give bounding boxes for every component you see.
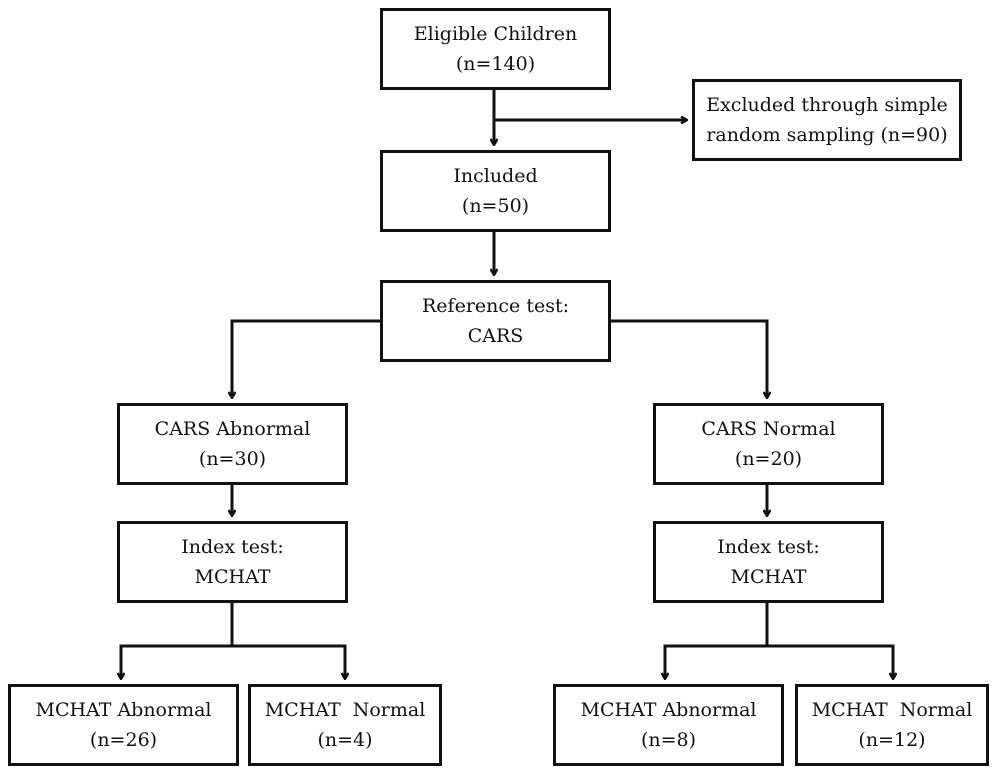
index-test-left-box: Index test: MCHAT [117,521,348,603]
mchat-right-normal-box: MCHAT Normal (n=12) [795,684,989,766]
eligible-children-box: Eligible Children (n=140) [380,8,611,90]
reference-test-box: Reference test: CARS [380,280,611,362]
reference-test-label: Reference test: [422,295,569,317]
excluded-box: Excluded through simple random sampling … [692,79,962,161]
excluded-label: Excluded through simple [706,94,948,116]
mchat-right-abnormal-count: (n=8) [640,729,697,751]
mchat-left-abnormal-count: (n=26) [89,729,158,751]
mchat-left-normal-box: MCHAT Normal (n=4) [248,684,442,766]
edge-reference-cars-abnormal [232,319,380,398]
edge-index-right-abnormal [665,644,767,679]
eligible-children-label: Eligible Children [413,23,578,45]
index-test-left-label: Index test: [181,536,284,558]
cars-abnormal-count: (n=30) [198,448,267,470]
included-box: Included (n=50) [380,150,611,232]
cars-abnormal-label: CARS Abnormal [154,418,311,440]
excluded-count: random sampling (n=90) [706,124,948,146]
mchat-left-abnormal-box: MCHAT Abnormal (n=26) [8,684,239,766]
index-test-right-label: Index test: [717,536,820,558]
cars-abnormal-box: CARS Abnormal (n=30) [117,403,348,485]
mchat-right-abnormal-box: MCHAT Abnormal (n=8) [553,684,784,766]
mchat-right-normal-label: MCHAT Normal [811,699,973,721]
index-test-left-name: MCHAT [194,566,271,588]
mchat-right-normal-count: (n=12) [858,729,926,751]
edge-index-left-normal [232,644,345,679]
mchat-left-normal-label: MCHAT Normal [264,699,426,721]
mchat-left-normal-count: (n=4) [317,729,373,751]
cars-normal-box: CARS Normal (n=20) [653,403,884,485]
edge-index-right-normal [767,644,893,679]
mchat-left-abnormal-label: MCHAT Abnormal [35,699,212,721]
mchat-right-abnormal-label: MCHAT Abnormal [580,699,757,721]
included-label: Included [453,165,538,187]
cars-normal-count: (n=20) [734,448,803,470]
eligible-children-count: (n=140) [455,53,536,75]
index-test-right-box: Index test: MCHAT [653,521,884,603]
edge-reference-cars-normal [611,319,767,398]
reference-test-name: CARS [467,325,524,347]
included-count: (n=50) [461,195,530,217]
index-test-right-name: MCHAT [730,566,807,588]
edge-index-left-abnormal [121,644,232,679]
cars-normal-label: CARS Normal [701,418,836,440]
